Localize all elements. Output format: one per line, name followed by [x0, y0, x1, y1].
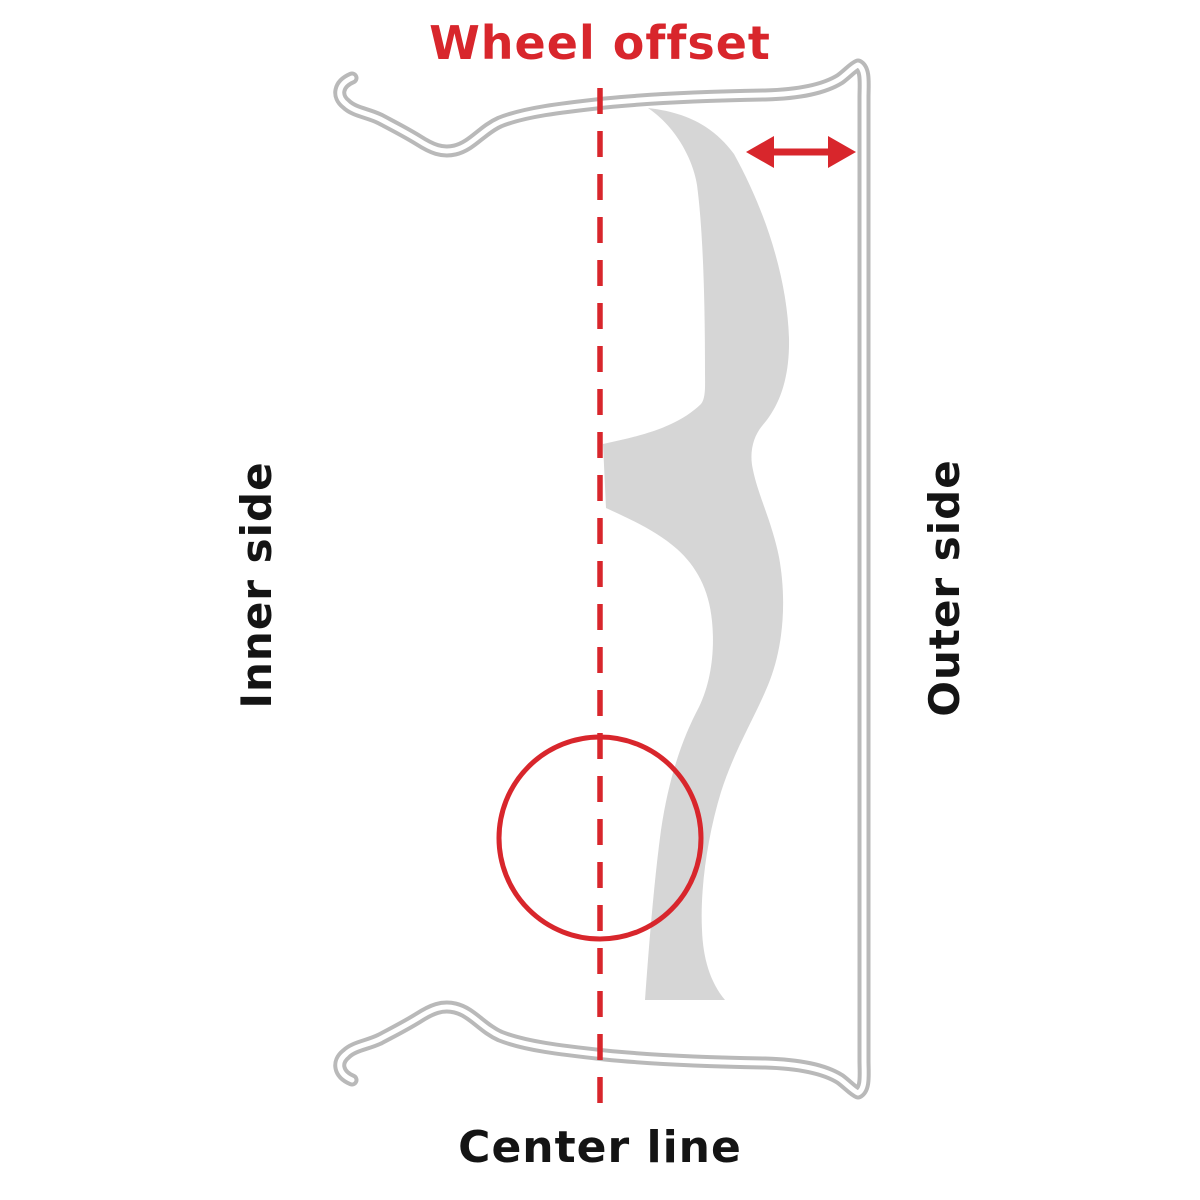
hub-bore-circle [496, 734, 704, 942]
rim-cross-section-core [337, 62, 867, 1096]
offset-arrow-right-head [828, 136, 856, 168]
diagram-title: Wheel offset [429, 16, 771, 70]
center-line-label: Center line [458, 1122, 742, 1173]
outer-side-label: Outer side [920, 459, 969, 717]
offset-arrow-left-head [746, 136, 774, 168]
inner-side-label: Inner side [232, 461, 281, 709]
wheel-disc-shape [603, 108, 790, 1000]
